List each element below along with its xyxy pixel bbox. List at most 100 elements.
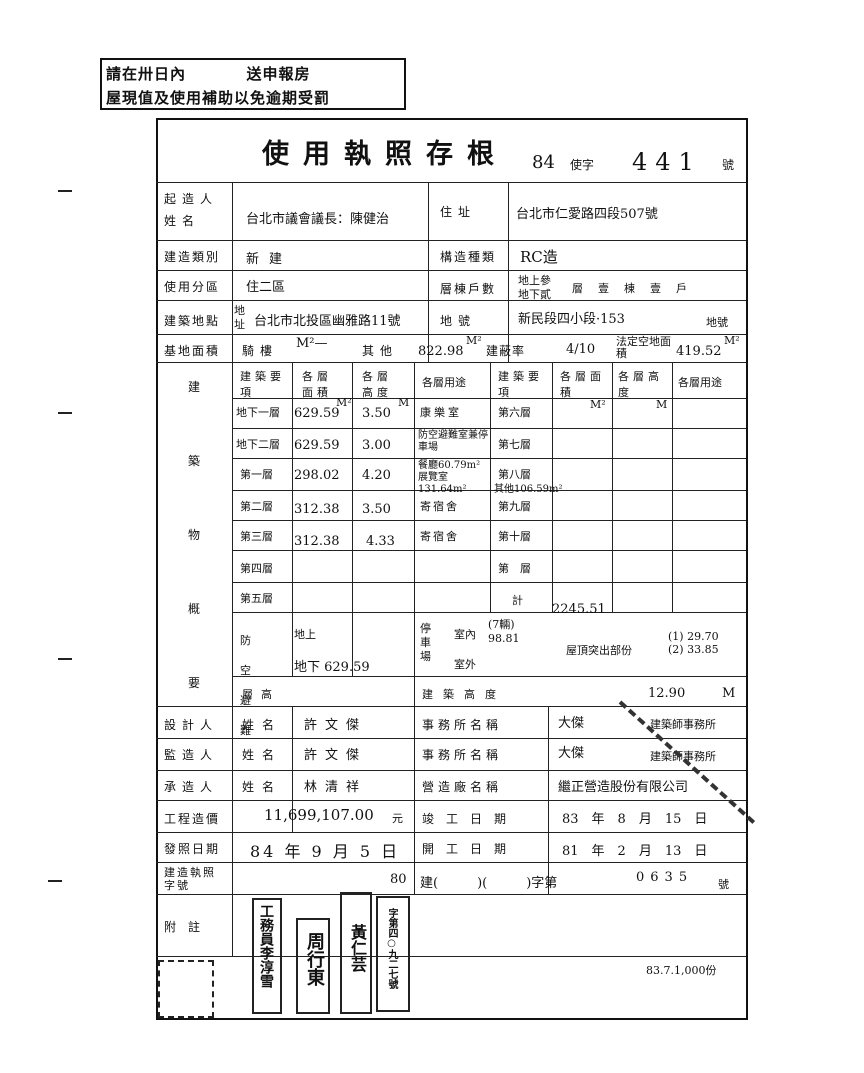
cost-value: 11,699,107.00 bbox=[264, 806, 374, 824]
side-label-2: 築 bbox=[188, 454, 207, 468]
roof-label: 屋頂突出部份 bbox=[566, 644, 632, 657]
supervisor-office-label: 事務所名稱 bbox=[422, 748, 503, 762]
row-floor-9: 第九層 bbox=[498, 500, 531, 513]
row-height-3: 4.33 bbox=[366, 534, 395, 549]
col-header-item-r: 建築要項 bbox=[498, 370, 543, 399]
other-unit: M² bbox=[466, 334, 482, 347]
notice-box: 請在卅日內 送申報房 屋現值及使用補助以免逾期受罰 bbox=[100, 58, 406, 110]
coverage-value: 4/10 bbox=[566, 342, 596, 357]
shelter-below: 地下 629.59 bbox=[294, 660, 370, 675]
row-floor-b1: 地下一層 bbox=[236, 406, 280, 419]
row-height-2: 3.50 bbox=[362, 502, 391, 517]
zone-value: 住二區 bbox=[246, 280, 286, 295]
start-value: 81 年 2 月 13 日 bbox=[562, 844, 708, 859]
permit-kind: 使字 bbox=[570, 158, 595, 172]
cost-unit: 元 bbox=[392, 812, 403, 825]
struct-value: RC造 bbox=[520, 248, 558, 266]
col-header-item: 建築要項 bbox=[240, 370, 285, 399]
floors-below: 地下貳 bbox=[518, 288, 551, 301]
stamp-1: 工務員李淳雪 bbox=[252, 898, 282, 1014]
other-value: 822.98 bbox=[418, 344, 464, 359]
bldg-height-value: 12.90 bbox=[648, 686, 686, 701]
col-header-height: 各層高度 bbox=[362, 370, 392, 399]
supervisor-name: 許文傑 bbox=[304, 748, 368, 763]
floors-above: 地上參 bbox=[518, 274, 551, 287]
designer-name-label: 姓名 bbox=[242, 718, 283, 732]
row-floor-1: 第一層 bbox=[240, 468, 273, 481]
footer-note: 83.7.1,000份 bbox=[646, 964, 717, 977]
supervisor-office-suffix: 建築師事務所 bbox=[650, 750, 716, 763]
supervisor-office: 大傑 bbox=[558, 746, 585, 761]
row-floor-5: 第五層 bbox=[240, 592, 273, 605]
contractor-name: 林清祥 bbox=[304, 780, 368, 795]
site-addr: 台北市北投區幽雅路11號 bbox=[254, 314, 401, 329]
legal-value: 419.52 bbox=[676, 344, 722, 359]
site-sub: 地址 bbox=[234, 304, 245, 331]
row-area-b2: 629.59 bbox=[294, 438, 340, 453]
designer-label: 設計人 bbox=[164, 718, 219, 732]
permit-ref-label: 建造執照字號 bbox=[164, 866, 216, 892]
permit-ref-text: 建( )( )字第 bbox=[420, 876, 558, 891]
issue-value: 84 年 9 月 5 日 bbox=[250, 842, 401, 861]
parking-in-label: 室內 bbox=[454, 628, 476, 641]
row-floor-3: 第三層 bbox=[240, 530, 273, 543]
unit-m: M bbox=[398, 396, 410, 409]
side-label-3: 物 bbox=[188, 528, 207, 542]
parking-out-label: 室外 bbox=[454, 658, 476, 671]
row-floor-n: 第 層 bbox=[498, 562, 531, 575]
other-label: 其他 bbox=[362, 344, 399, 358]
supervisor-name-label: 姓名 bbox=[242, 748, 283, 762]
type-label: 建造類別 bbox=[164, 250, 221, 264]
row-floor-8: 第八層 bbox=[498, 468, 531, 481]
permit-ref-number: 0635 bbox=[636, 870, 694, 885]
cost-label: 工程造價 bbox=[164, 812, 221, 826]
row-use-2: 寄宿舍 bbox=[420, 500, 459, 513]
row-floor-2: 第二層 bbox=[240, 500, 273, 513]
zone-label: 使用分區 bbox=[164, 280, 221, 294]
row-floor-b2: 地下二層 bbox=[236, 438, 280, 451]
contractor-name-label: 姓名 bbox=[242, 780, 283, 794]
floors-label: 層棟戶數 bbox=[440, 282, 497, 296]
total-label: 計 bbox=[512, 594, 523, 607]
remark-label: 附註 bbox=[164, 920, 213, 934]
row-area-3: 312.38 bbox=[294, 534, 340, 549]
lot-label: 地號 bbox=[440, 314, 477, 328]
row-height-b1: 3.50 bbox=[362, 406, 391, 421]
permit-ref-year: 80 bbox=[390, 872, 407, 887]
row-use-1: 餐廳60.79m² 展覽室131.64m² bbox=[418, 460, 481, 495]
notice-line1: 請在卅日內 送申報房 bbox=[106, 65, 311, 83]
area-label: 基地面積 bbox=[164, 344, 221, 358]
owner-name: 台北市議會議長：陳健治 bbox=[246, 212, 390, 227]
lot-suffix: 地號 bbox=[706, 316, 728, 329]
row-area-1: 298.02 bbox=[294, 468, 340, 483]
row-height-b2: 3.00 bbox=[362, 438, 391, 453]
permit-sheet bbox=[156, 118, 748, 1020]
parking-label: 停車場 bbox=[420, 622, 431, 663]
row-area-2: 312.38 bbox=[294, 502, 340, 517]
row-use-3: 寄宿舍 bbox=[420, 530, 459, 543]
permit-ref-suffix: 號 bbox=[718, 878, 729, 891]
notice-line2: 屋現值及使用補助以免逾期受罰 bbox=[106, 89, 331, 107]
arcade-label: 騎樓 bbox=[242, 344, 279, 358]
row-floor-6: 第六層 bbox=[498, 406, 531, 419]
arcade-value: M²— bbox=[296, 336, 328, 351]
seal-box bbox=[158, 960, 214, 1018]
contractor-office-label: 營造廠名稱 bbox=[422, 780, 503, 794]
col-header-area-r: 各層面積 bbox=[560, 370, 605, 399]
permit-number: 441 bbox=[632, 148, 702, 176]
lot-value: 新民段四小段·153 bbox=[518, 312, 625, 327]
done-label: 竣工日期 bbox=[422, 812, 519, 826]
owner-addr: 台北市仁愛路四段507號 bbox=[516, 207, 658, 222]
row-floor-7: 第七層 bbox=[498, 438, 531, 451]
coverage-label: 建蔽率 bbox=[486, 344, 526, 358]
stamp-3: 黃仁芸 bbox=[340, 892, 372, 1014]
side-label-4: 概 bbox=[188, 602, 207, 616]
start-label: 開工日期 bbox=[422, 842, 519, 856]
row-height-1: 4.20 bbox=[362, 468, 391, 483]
owner-label: 起造人姓名 bbox=[164, 192, 219, 228]
row-area-b1: 629.59 bbox=[294, 406, 340, 421]
contractor-office: 繼正營造股份有限公司 bbox=[558, 780, 689, 795]
contractor-label: 承造人 bbox=[164, 780, 219, 794]
parking-in-value: (7輛) 98.81 bbox=[488, 618, 520, 645]
row-use-b2: 防空避難室兼停車場 bbox=[418, 430, 488, 453]
